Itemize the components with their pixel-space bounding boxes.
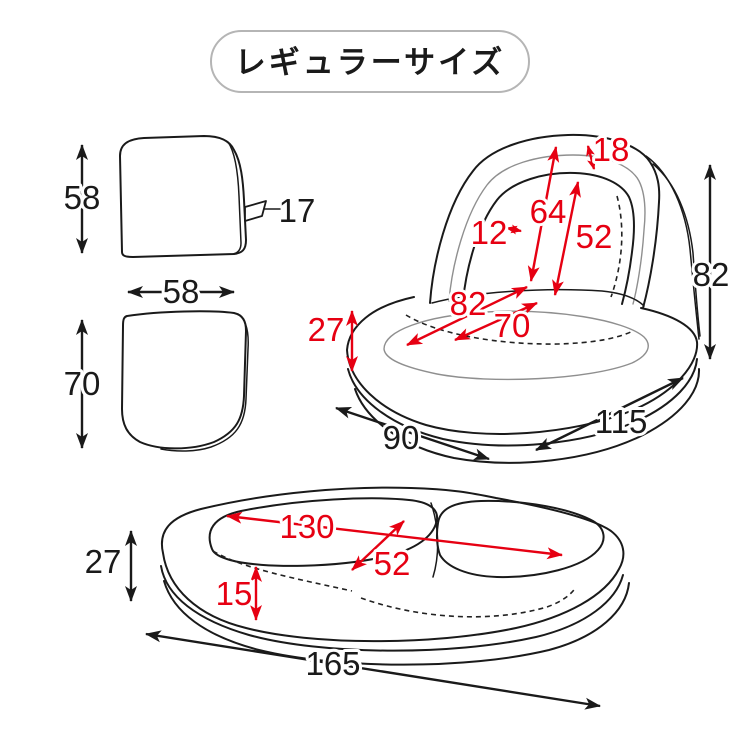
dim-chair-width: 115 — [595, 403, 648, 440]
chair-backrest-outline — [429, 133, 661, 309]
dim-back-cushion-thickness: 17 — [279, 192, 316, 229]
dim-chair-total-height: 82 — [693, 256, 730, 293]
dim-chair-back-height-outer: 64 — [530, 193, 567, 230]
dim-chair-back-thickness: 12 — [471, 214, 508, 251]
flat-cushion-right — [435, 499, 605, 579]
back-cushion-outline — [119, 135, 247, 258]
dim-arrow-back-height-outer — [527, 146, 560, 282]
seat-cushion-side-edge — [160, 313, 249, 452]
page-title: レギュラーサイズ — [235, 45, 505, 80]
dim-seat-cushion-height: 70 — [64, 365, 101, 402]
chair-backrest-hidden-edge — [610, 195, 623, 298]
dim-chair-seat-thickness: 27 — [308, 311, 345, 348]
dim-arrow-seat-diag-short — [454, 301, 538, 342]
title-badge-outline — [210, 30, 530, 93]
title-badge: レギュラーサイズ — [210, 30, 530, 93]
dim-flat-cushion-length: 130 — [279, 508, 334, 545]
flat-hidden-edge-right — [360, 586, 577, 618]
flat-view: 27 130 52 15 165 — [82, 486, 630, 710]
dim-arrow-back-height-inner — [552, 181, 581, 296]
dim-flat-total-length: 165 — [305, 645, 360, 682]
chair-backrest-panel — [462, 171, 635, 305]
dim-arrow-top-edge — [586, 145, 596, 170]
dim-chair-seat-diag-short: 70 — [494, 307, 531, 344]
chair-backrest-side-edge-inner — [652, 163, 701, 337]
dim-arrow-back-thickness — [506, 224, 522, 235]
dim-flat-lower-thickness: 15 — [216, 575, 253, 612]
dim-arrow-width — [535, 376, 684, 452]
dim-chair-depth: 90 — [383, 419, 420, 456]
dim-flat-thickness: 27 — [85, 543, 122, 580]
dim-back-cushion-height: 58 — [64, 179, 101, 216]
back-cushion-view: 58 58 17 — [61, 135, 318, 313]
chair-view: 18 64 52 12 82 70 27 82 90 115 — [305, 128, 732, 464]
dim-chair-seat-diag-long: 82 — [450, 285, 487, 322]
back-cushion-side-edge — [227, 141, 242, 255]
dim-chair-back-height-inner: 52 — [576, 218, 613, 255]
flat-hidden-edge-left — [212, 550, 353, 592]
dim-back-cushion-width: 58 — [163, 273, 200, 310]
seat-cushion-view: 70 — [61, 310, 249, 452]
dim-arrow-flat-cushion-width — [351, 520, 405, 571]
seat-cushion-outline — [121, 310, 247, 450]
dim-flat-cushion-width: 52 — [374, 545, 411, 582]
chair-seat-hidden-edge — [405, 314, 634, 345]
dim-arrow-flat-total-length — [145, 630, 601, 710]
thickness-tab — [244, 200, 267, 222]
dim-arrow-depth — [335, 406, 490, 461]
dim-chair-top-edge: 18 — [593, 131, 630, 168]
